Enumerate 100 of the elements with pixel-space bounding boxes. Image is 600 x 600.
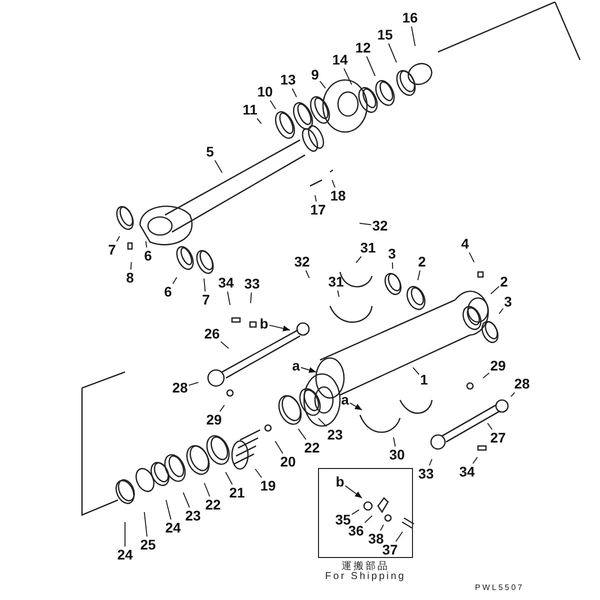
callout-number: 4 [461,236,469,252]
arrow [344,485,362,498]
callout-number: 18 [330,188,346,204]
leader-line [392,262,394,270]
leader-line [482,372,490,378]
leader-line [356,256,362,264]
leader-line [472,456,478,464]
leader-line [388,43,397,63]
leader-line [116,236,120,242]
callout-number: 29 [206,412,222,428]
callout-number: 22 [304,440,320,456]
leader-line [364,515,373,524]
drawing-number: PWL5507 [475,583,524,592]
leader-line [359,222,372,226]
leader-line [380,524,384,531]
callout-number: 10 [257,84,273,100]
callout-number: b [260,316,268,332]
leader-line [428,458,432,466]
callout-number: 22 [205,498,221,512]
arrow [349,402,362,410]
leader-line [220,341,230,349]
callout-number: 34 [459,464,475,480]
callout-number: 2 [500,274,508,290]
inset-heading: 運搬部品 [342,560,390,572]
callout-number: 1 [420,372,428,388]
callout-number: 29 [490,358,506,374]
leader-line [130,262,132,270]
arrow [300,367,316,373]
callout-number: 12 [355,40,371,56]
callout-number: 2 [418,254,426,270]
callout-number: 31 [328,274,344,290]
callout-number: 3 [504,294,512,310]
callout-number: 23 [327,428,343,442]
leader-line [366,56,376,76]
callout-number: 21 [229,486,245,500]
leader-line [292,88,297,98]
callout-number: 19 [260,478,276,494]
callout-number: 24 [165,520,181,536]
callout-number: 5 [206,144,214,160]
callout-number: 33 [244,276,260,292]
leader-line [124,522,126,547]
callout-number: 36 [348,524,364,538]
leader-line [468,252,475,263]
callout-number: 16 [402,10,418,26]
callout-number: a [292,358,300,374]
callout-number: 33 [418,466,434,482]
leader-line [214,160,223,174]
callout-number: 23 [185,508,201,524]
leader-line [332,180,336,188]
callout-number: 14 [332,52,348,68]
leader-line [274,440,284,454]
leader-line [344,68,352,86]
leader-line [490,286,500,294]
callout-number: 32 [294,254,310,270]
callout-number: 31 [360,240,376,256]
leader-line [417,270,420,281]
callout-number: 25 [140,538,156,552]
leader-line [498,308,504,314]
callout-number: 27 [490,430,506,446]
callout-number: 9 [311,68,319,82]
leader-line [219,404,225,412]
callout-number: 6 [164,284,172,300]
leader-line [395,531,403,542]
leader-line [250,292,252,304]
callout-number: 28 [172,380,188,396]
callout-number: 34 [218,276,234,290]
leader-line [227,291,230,306]
leader-line [351,509,360,515]
callout-number: 17 [310,202,326,218]
leader-line [204,278,206,292]
callout-number: 3 [388,246,396,262]
callout-number: 15 [377,28,393,42]
callout-number: 26 [204,326,220,342]
leader-line [254,468,262,478]
callout-number: 24 [117,548,133,562]
callout-number: 6 [144,248,152,264]
callout-number: 30 [389,448,405,462]
callout-number: 7 [202,292,210,308]
leader-line [412,367,420,375]
leader-line [144,512,148,537]
callout-number: 13 [280,72,296,88]
callout-number: 8 [126,270,134,286]
leader-line [172,276,178,284]
leader-line [188,382,199,386]
leader-line [145,240,148,248]
arrow [268,324,290,332]
leader-line [319,80,326,89]
leader-line [270,100,276,110]
leader-line [318,418,327,427]
callout-number: 20 [280,454,296,470]
callout-number: 7 [108,242,116,258]
leader-line [305,270,310,278]
callout-number: 28 [514,376,530,392]
leader-line [166,500,172,520]
callout-number: a [341,392,349,408]
leader-line [256,118,262,124]
callout-number: 35 [335,512,351,528]
leader-line [510,392,516,398]
leader-line [314,194,317,202]
leader-line [487,422,493,430]
